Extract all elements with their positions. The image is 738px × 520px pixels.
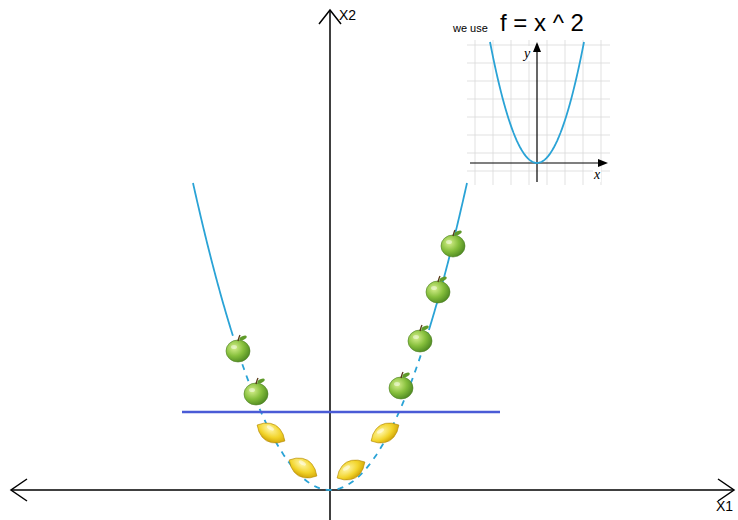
axes xyxy=(11,10,734,520)
apple-icon xyxy=(226,335,250,362)
apple-icon xyxy=(426,276,450,303)
function-label: f = x ^ 2 xyxy=(499,10,585,36)
lemon-icon xyxy=(253,417,290,449)
axis-label: x xyxy=(593,167,601,182)
axis-label: y xyxy=(523,46,531,61)
arrow-head xyxy=(11,479,27,501)
x1-axis xyxy=(11,489,734,491)
axis-label: X2 xyxy=(338,8,357,23)
arrow-head xyxy=(319,10,341,24)
lemon-icon xyxy=(285,452,322,484)
lemon-icon xyxy=(367,417,404,449)
apple-icon xyxy=(244,378,268,405)
apple-icon xyxy=(441,230,465,257)
caption-text: we use xyxy=(452,22,489,34)
lemon-icon xyxy=(333,454,370,486)
axis-label: X1 xyxy=(715,499,734,514)
x2-axis xyxy=(329,11,331,520)
parabola-curve xyxy=(193,183,467,490)
apple-icon xyxy=(408,325,432,352)
decision-boundary xyxy=(182,411,500,414)
arrow-head xyxy=(718,479,734,501)
inset-graph xyxy=(467,40,610,185)
apple-icon xyxy=(389,372,413,399)
